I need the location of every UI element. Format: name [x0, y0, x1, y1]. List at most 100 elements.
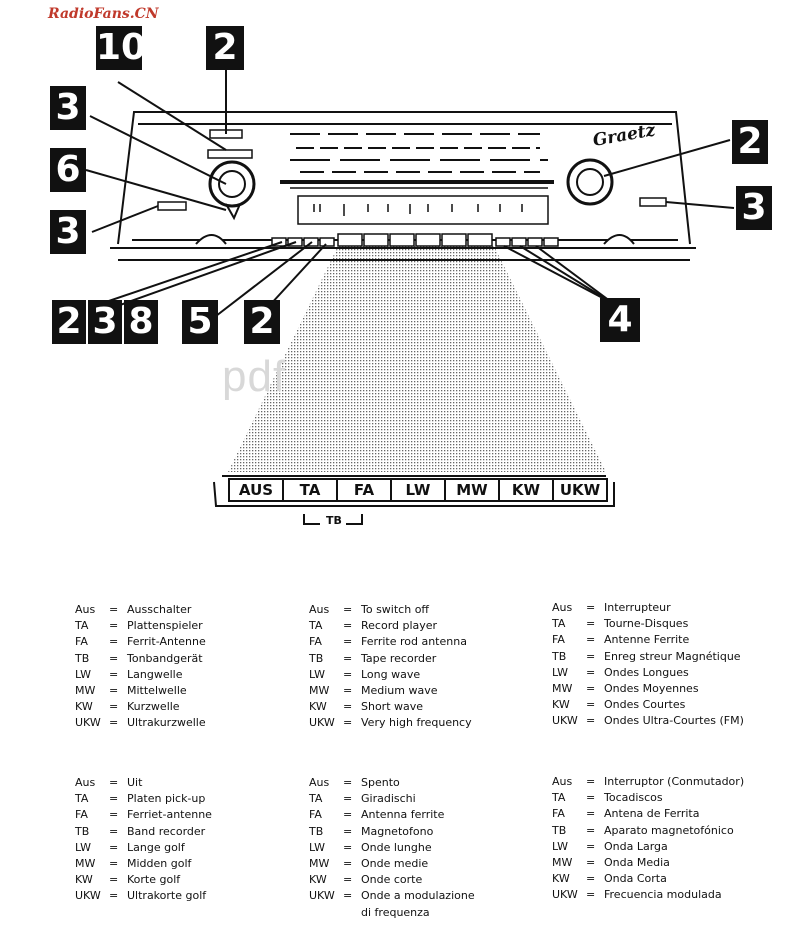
- legend-value: Platen pick-up: [127, 792, 206, 806]
- legend-value: Tape recorder: [361, 651, 437, 665]
- legend-equals: =: [109, 857, 119, 871]
- pdf-watermark: pdf: [222, 352, 287, 401]
- legend-row: LW=Ondes Longues: [552, 665, 744, 681]
- legend-equals: =: [109, 635, 119, 649]
- legend-equals: =: [343, 619, 353, 633]
- projection-cone: [228, 246, 606, 472]
- callout-238-digit-1: 2: [52, 300, 86, 344]
- callout-3-left-lower: 3: [50, 210, 86, 254]
- legend-key: Aus: [75, 776, 96, 789]
- legend-row: TB=Magnetofono: [309, 824, 475, 840]
- legend-dutch: Aus=Uit TA=Platen pick-up FA=Ferriet-ant…: [75, 775, 212, 905]
- legend-key: FA: [309, 635, 322, 649]
- legend-value: To switch off: [361, 603, 429, 616]
- legend-equals: =: [343, 792, 353, 806]
- legend-key: TB: [75, 651, 90, 665]
- legend-key: FA: [75, 635, 88, 649]
- tb-label: TB: [326, 514, 342, 527]
- band-key-aus: AUS: [228, 478, 284, 502]
- band-key-ta: TA: [282, 478, 338, 502]
- legend-value: Onde a modulazione: [361, 889, 475, 903]
- legend-equals: =: [109, 840, 119, 854]
- legend-row: MW=Midden golf: [75, 856, 212, 872]
- legend-key: KW: [75, 700, 93, 714]
- legend-row: KW=Korte golf: [75, 872, 212, 888]
- legend-key: Aus: [552, 775, 573, 788]
- legend-row: Aus=Uit: [75, 775, 212, 791]
- legend-value: Medium wave: [361, 684, 438, 698]
- legend-key: UKW: [309, 716, 335, 730]
- legend-value: Onda Larga: [604, 839, 668, 853]
- legend-row: TB=Aparato magnetofónico: [552, 823, 744, 839]
- legend-value: Antena de Ferrita: [604, 807, 700, 821]
- legend-equals: =: [343, 716, 353, 730]
- legend-value: Ultrakorte golf: [127, 889, 207, 903]
- legend-row: FA=Antenna ferrite: [309, 807, 475, 823]
- legend-value: Antenna ferrite: [361, 808, 445, 822]
- legend-row: LW=Long wave: [309, 667, 472, 683]
- legend-equals: =: [586, 633, 596, 647]
- band-selector-frame: [213, 475, 615, 507]
- legend-equals: =: [109, 808, 119, 822]
- legend-value: Ondes Longues: [604, 665, 689, 679]
- legend-key: UKW: [75, 716, 101, 730]
- band-selector-keys: AUS TA FA LW MW KW UKW: [228, 478, 608, 504]
- legend-row: UKW=Ultrakorte golf: [75, 888, 212, 904]
- legend-equals: =: [343, 651, 353, 665]
- legend-equals: =: [343, 603, 353, 616]
- legend-row: LW=Onda Larga: [552, 839, 744, 855]
- legend-equals: =: [109, 776, 119, 789]
- left-foot: [195, 234, 227, 245]
- legend-row: MW=Medium wave: [309, 683, 472, 699]
- legend-equals: =: [343, 857, 353, 871]
- legend-equals: =: [586, 807, 596, 821]
- legend-row: TA=Plattenspieler: [75, 618, 206, 634]
- legend-key: TA: [75, 792, 89, 806]
- callout-3-left-upper: 3: [50, 86, 86, 130]
- legend-value: Kurzwelle: [127, 700, 180, 714]
- legend-spanish: Aus=Interruptor (Conmutador) TA=Tocadisc…: [552, 774, 744, 904]
- band-key-ukw: UKW: [552, 478, 608, 502]
- legend-row: Aus=Ausschalter: [75, 602, 206, 618]
- legend-row: FA=Ferrit-Antenne: [75, 634, 206, 650]
- legend-row: Aus = To switch off: [309, 602, 472, 618]
- legend-row: FA=Ferriet-antenne: [75, 807, 212, 823]
- legend-key: MW: [309, 857, 330, 871]
- legend-key: LW: [309, 840, 325, 854]
- legend-equals: =: [343, 635, 353, 649]
- legend-row: FA=Antena de Ferrita: [552, 806, 744, 822]
- legend-equals: =: [109, 619, 119, 633]
- legend-row: TA=Tocadiscos: [552, 790, 744, 806]
- callout-238-digit-2: 3: [88, 300, 122, 344]
- callout-2-top: 2: [206, 26, 244, 70]
- legend-value: Interruptor (Conmutador): [604, 775, 745, 788]
- legend-equals: =: [343, 776, 353, 789]
- legend-key: Aus: [309, 776, 330, 789]
- legend-equals: =: [109, 651, 119, 665]
- legend-key: FA: [309, 808, 322, 822]
- legend-key: TB: [552, 649, 567, 663]
- legend-key: TA: [552, 791, 566, 805]
- legend-row: KW=Ondes Courtes: [552, 697, 744, 713]
- legend-value: Onde medie: [361, 857, 429, 871]
- legend-value: Onde lunghe: [361, 840, 432, 854]
- legend-value: Spento: [361, 776, 400, 789]
- legend-equals: =: [586, 775, 596, 788]
- legend-key: MW: [75, 684, 96, 698]
- legend-row: TA=Record player: [309, 618, 472, 634]
- legend-equals: =: [109, 792, 119, 806]
- legend-value: Lange golf: [127, 840, 185, 854]
- legend-equals: =: [586, 872, 596, 886]
- legend-equals: =: [586, 839, 596, 853]
- legend-french: Aus=Interrupteur TA=Tourne-Disques FA=An…: [552, 600, 744, 730]
- legend-value: Ultrakurzwelle: [127, 716, 206, 730]
- legend-value: Tocadiscos: [604, 791, 663, 805]
- legend-equals: =: [586, 714, 596, 728]
- legend-equals: =: [109, 824, 119, 838]
- legend-equals: =: [343, 840, 353, 854]
- legend-row: di frequenza: [309, 905, 475, 921]
- legend-value: Midden golf: [127, 857, 192, 871]
- legend-key: Aus: [309, 603, 330, 616]
- legend-row: UKW=Frecuencia modulada: [552, 887, 744, 903]
